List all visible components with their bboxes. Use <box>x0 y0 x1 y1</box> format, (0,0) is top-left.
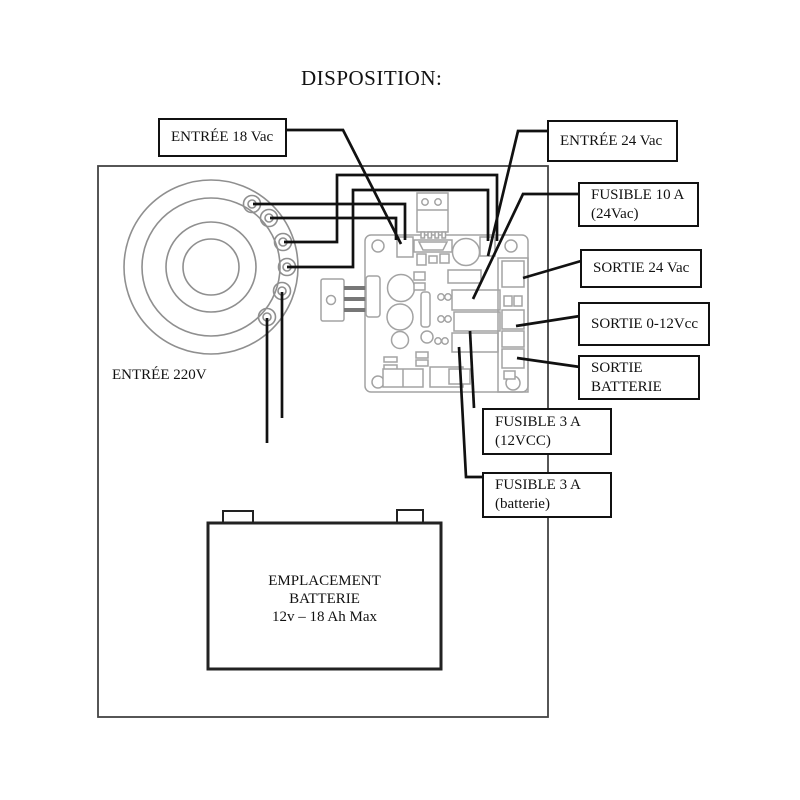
callout-label: SORTIE 24 Vac <box>593 260 690 276</box>
label-entree-220v: ENTRÉE 220V <box>112 367 207 383</box>
transformer-terminals <box>242 194 297 327</box>
callout-label: ENTRÉE 24 Vac <box>560 132 663 149</box>
transformer <box>123 179 299 355</box>
callout-entree-24vac: ENTRÉE 24 Vac <box>547 120 678 162</box>
pointer-sortie-012 <box>515 314 581 328</box>
callout-label: SORTIE 0-12Vcc <box>591 315 698 332</box>
callout-label: (24Vac) <box>591 205 639 222</box>
pointer-sortie-batterie <box>516 356 581 369</box>
pointer-entree-18 <box>287 128 403 245</box>
callout-label: FUSIBLE 3 A <box>495 413 581 430</box>
callout-fusible-3a-batterie: FUSIBLE 3 A (batterie) <box>482 472 612 518</box>
pointer-fusible-3-batterie <box>457 346 483 479</box>
callout-label: SORTIE <box>591 359 643 376</box>
callout-sortie-24vac: SORTIE 24 Vac <box>580 249 702 288</box>
pointer-fusible-10 <box>471 192 581 300</box>
callout-sortie-0-12vcc: SORTIE 0-12Vcc <box>578 302 710 346</box>
battery-compartment-label: EMPLACEMENT BATTERIE 12v – 18 Ah Max <box>224 572 425 626</box>
battery-label-line: EMPLACEMENT <box>268 573 381 589</box>
pcb <box>320 192 529 393</box>
battery-label-line: 12v – 18 Ah Max <box>272 609 377 625</box>
pointer-sortie-24 <box>522 259 582 280</box>
pointer-fusible-3-12vcc <box>468 330 476 409</box>
callout-fusible-10a: FUSIBLE 10 A (24Vac) <box>578 182 699 227</box>
callout-sortie-batterie: SORTIE BATTERIE <box>578 355 700 400</box>
battery-label-line: BATTERIE <box>289 591 360 607</box>
callout-label: ENTRÉE 18 Vac <box>171 129 274 145</box>
side-power-device <box>320 275 381 322</box>
callout-entree-18vac: ENTRÉE 18 Vac <box>158 118 287 157</box>
callout-pointer-lines <box>287 128 582 479</box>
regulator-to220 <box>416 192 449 239</box>
battery-compartment <box>206 509 443 671</box>
callout-label: (12VCC) <box>495 432 551 449</box>
pointer-entree-24 <box>486 129 547 257</box>
callout-label: BATTERIE <box>591 378 662 395</box>
callout-fusible-3a-12vcc: FUSIBLE 3 A (12VCC) <box>482 408 612 455</box>
terminal-sortie-24vac <box>501 260 525 288</box>
callout-label: FUSIBLE 3 A <box>495 477 581 493</box>
page-title: DISPOSITION: <box>301 66 443 90</box>
fuse-holders <box>434 289 501 353</box>
callout-label: (batterie) <box>495 496 550 512</box>
callout-label: FUSIBLE 10 A <box>591 186 685 203</box>
